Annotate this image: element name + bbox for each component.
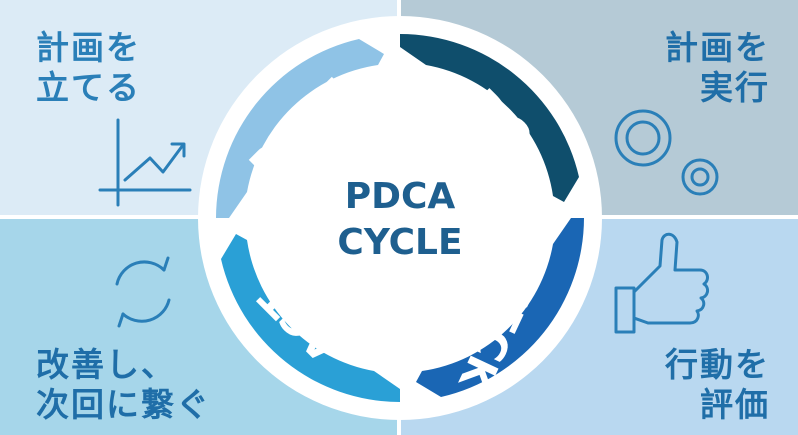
do-description-line2: 実行 <box>700 68 770 107</box>
act-segment <box>221 234 400 402</box>
check-description: 行動を 評価 <box>665 345 770 425</box>
center-title-line1: PDCA <box>345 176 456 217</box>
plan-description-line2: 立てる <box>36 68 141 107</box>
check-segment <box>416 218 584 397</box>
plan-description: 計画を 立てる <box>36 28 141 108</box>
do-description-line1: 計画を <box>665 28 770 67</box>
do-segment <box>400 34 579 202</box>
thumbs-up-icon <box>614 232 710 334</box>
act-description: 改善し、 次回に繋ぐ <box>36 345 211 425</box>
act-description-line1: 改善し、 <box>36 345 176 384</box>
center-disc <box>308 126 492 310</box>
act-description-line2: 次回に繋ぐ <box>36 385 211 424</box>
plan-segment <box>216 39 384 218</box>
check-description-line1: 行動を <box>665 345 770 384</box>
do-description: 計画を 実行 <box>665 28 770 108</box>
gears-icon <box>614 109 719 196</box>
plan-description-line1: 計画を <box>36 28 141 67</box>
line-chart-icon <box>98 118 192 207</box>
refresh-icon <box>115 256 171 328</box>
center-title-line2: CYCLE <box>337 222 462 263</box>
check-description-line2: 評価 <box>700 385 770 424</box>
